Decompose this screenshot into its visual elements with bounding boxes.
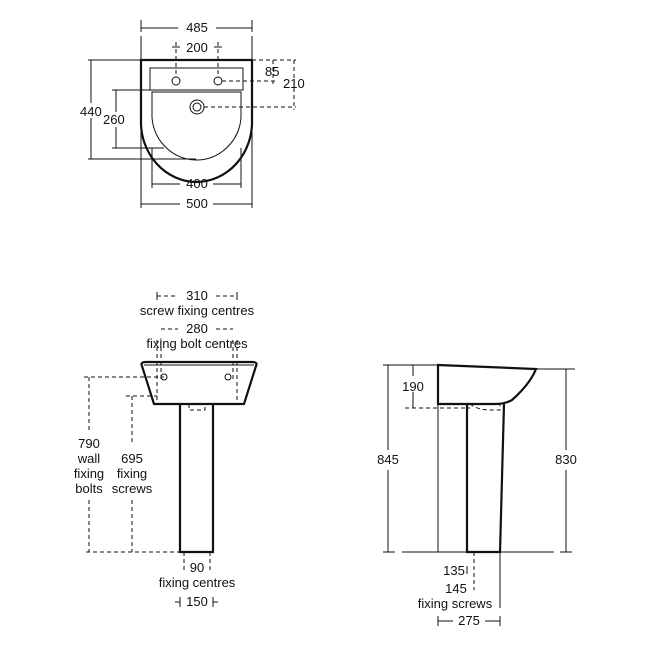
- label-fixing-bolt-centres: fixing bolt centres: [146, 336, 248, 351]
- dim-190: 190: [402, 379, 424, 394]
- dim-200: 200: [186, 40, 208, 55]
- waste-inner: [192, 102, 202, 112]
- dim-150: 150: [186, 594, 208, 609]
- dim-85: 85: [265, 64, 279, 79]
- dim-210: 210: [283, 76, 305, 91]
- tap-deck: [149, 67, 244, 91]
- dim-275: 275: [458, 613, 480, 628]
- label-fixing-centres: fixing centres: [159, 575, 236, 590]
- dim-440: 440: [80, 104, 102, 119]
- dim-485: 485: [186, 20, 208, 35]
- pedestal-side: [465, 403, 506, 554]
- dim-90: 90: [190, 560, 204, 575]
- basin-front: [140, 360, 258, 406]
- dim-145: 145: [445, 581, 467, 596]
- label-screw-fixing-centres: screw fixing centres: [140, 303, 255, 318]
- basin-side: [436, 363, 538, 406]
- dim-695: 695: [121, 451, 143, 466]
- dim-400: 400: [186, 176, 208, 191]
- svg-text:fixing: fixing: [74, 466, 104, 481]
- tap-hole-left: [171, 76, 181, 86]
- tap-hole-right: [213, 76, 223, 86]
- dim-135: 135: [443, 563, 465, 578]
- front-view: 310 screw fixing centres 280 fixing bolt…: [74, 288, 258, 609]
- plan-view: 485 200 85 210 440 260 400: [80, 20, 305, 211]
- waste-outer: [189, 99, 205, 115]
- label-fixing-screws: fixing screws: [418, 596, 493, 611]
- dim-280: 280: [186, 321, 208, 336]
- dim-500: 500: [186, 196, 208, 211]
- svg-text:wall: wall: [77, 451, 101, 466]
- basin-outline: [139, 58, 254, 184]
- side-view: 845 190 830 135 145 fixing screws 275: [377, 363, 577, 628]
- dim-310: 310: [186, 288, 208, 303]
- svg-text:bolts: bolts: [75, 481, 103, 496]
- dim-260: 260: [103, 112, 125, 127]
- svg-text:fixing: fixing: [117, 466, 147, 481]
- pedestal-front: [178, 404, 215, 554]
- svg-text:screws: screws: [112, 481, 153, 496]
- bowl-outline: [151, 91, 242, 161]
- dim-845: 845: [377, 452, 399, 467]
- dim-790: 790: [78, 436, 100, 451]
- dim-830: 830: [555, 452, 577, 467]
